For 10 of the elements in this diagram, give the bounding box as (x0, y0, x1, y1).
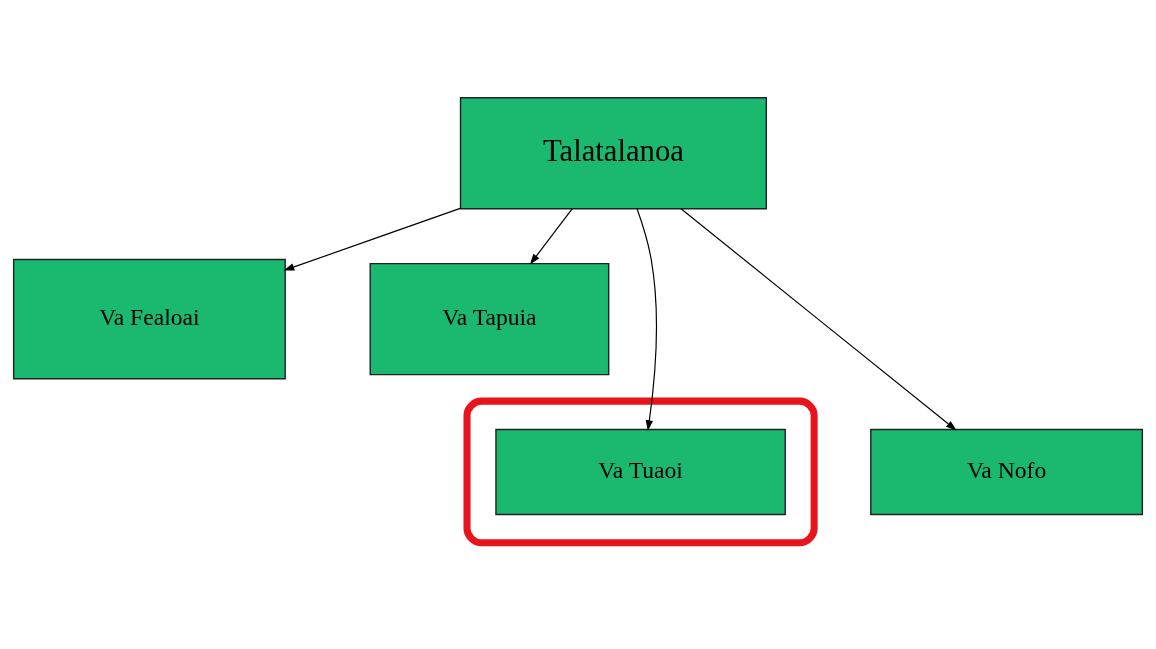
node-box: Talatalanoa (459, 96, 768, 209)
cluster (463, 397, 818, 546)
arrow (529, 207, 573, 265)
arrow (680, 207, 957, 431)
node-box: Va Nofo (870, 428, 1144, 515)
node-box: Va Fealoai (12, 258, 286, 379)
arrow (636, 207, 657, 431)
node-box: Va Tuaoi (495, 428, 786, 515)
arrow (283, 207, 461, 271)
node-box: Va Tapuia (369, 262, 610, 375)
